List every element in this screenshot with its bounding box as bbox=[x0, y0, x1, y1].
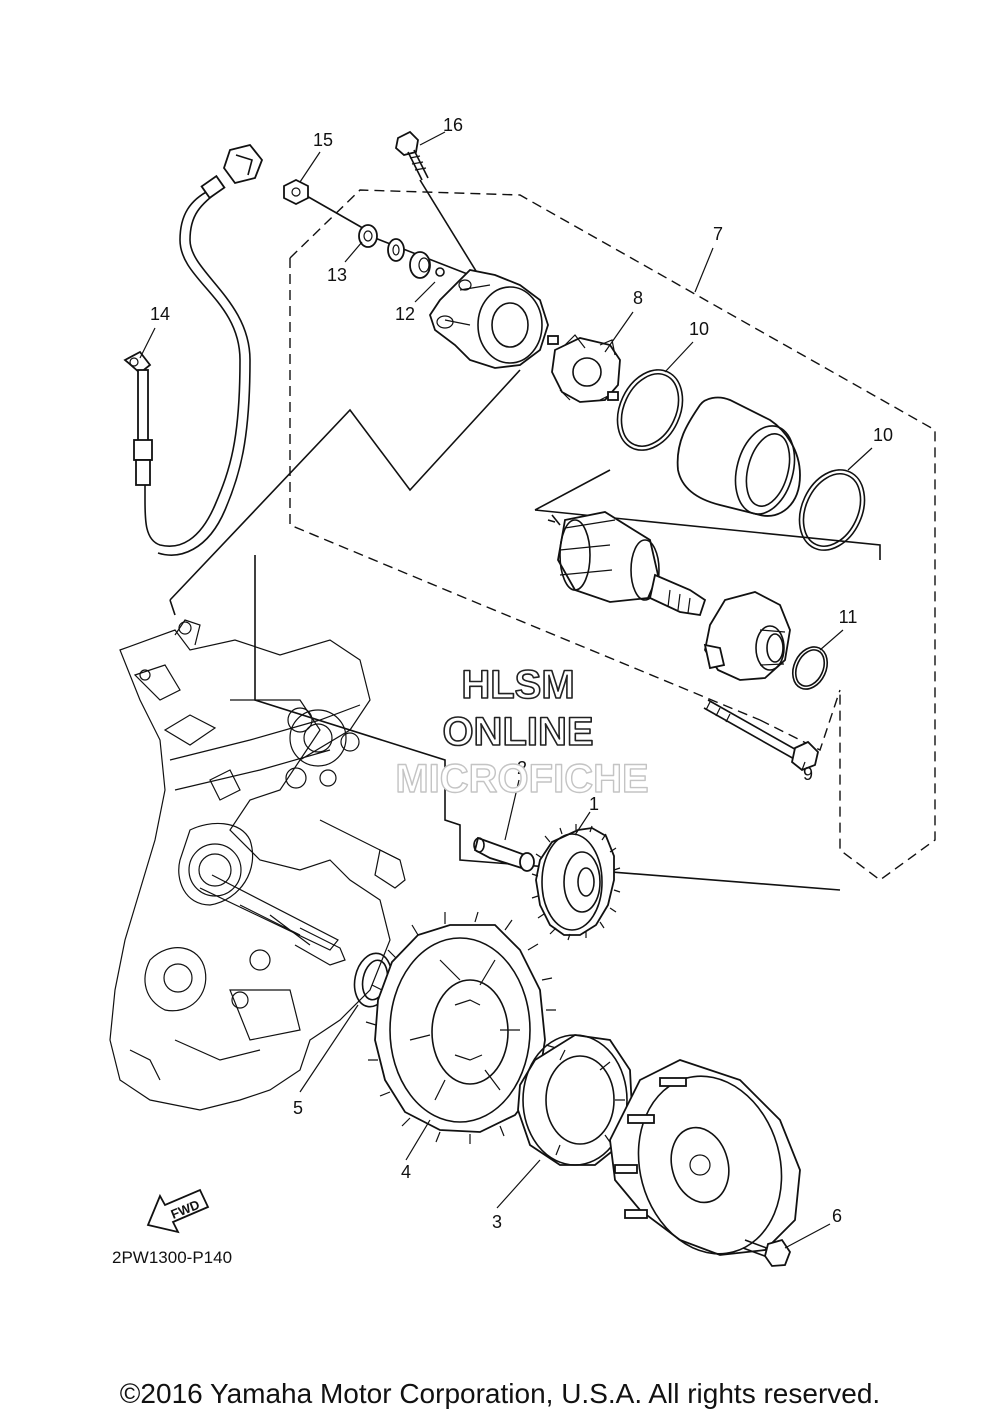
flywheel-rotor bbox=[609, 1059, 801, 1256]
callout-15: 15 bbox=[313, 130, 333, 150]
long-bolt-9 bbox=[703, 699, 819, 772]
callout-6: 6 bbox=[832, 1206, 842, 1226]
callout-3: 3 bbox=[492, 1212, 502, 1232]
small-parts bbox=[283, 178, 471, 279]
callout-5: 5 bbox=[293, 1098, 303, 1118]
callout-10-lower: 10 bbox=[873, 425, 893, 445]
callout-14: 14 bbox=[150, 304, 170, 324]
callout-4: 4 bbox=[401, 1162, 411, 1182]
starter-wheel-gear-4 bbox=[365, 911, 557, 1144]
brush-holder bbox=[547, 334, 621, 403]
copyright-footer: ©2016 Yamaha Motor Corporation, U.S.A. A… bbox=[119, 1378, 881, 1409]
starter-clutch-3 bbox=[517, 1034, 633, 1166]
armature bbox=[547, 511, 707, 617]
bracket-lines bbox=[169, 369, 881, 891]
o-ring-10-lower bbox=[798, 469, 866, 551]
idler-gear-1 bbox=[531, 824, 621, 941]
shaft-2 bbox=[473, 836, 535, 872]
watermark-line-3: MICROFICHE bbox=[395, 757, 648, 801]
callout-10-upper: 10 bbox=[689, 319, 709, 339]
callout-13: 13 bbox=[327, 265, 347, 285]
callout-9: 9 bbox=[803, 764, 813, 784]
starter-rear-cover bbox=[703, 591, 791, 681]
watermark-line-1: HLSM bbox=[461, 663, 574, 707]
assembly-outline bbox=[289, 189, 936, 881]
callout-7: 7 bbox=[713, 224, 723, 244]
callout-8: 8 bbox=[633, 288, 643, 308]
callout-11: 11 bbox=[839, 607, 858, 627]
bolt-6 bbox=[742, 1238, 792, 1267]
callout-1: 1 bbox=[589, 794, 599, 814]
lead-wire bbox=[123, 143, 264, 556]
callout-12: 12 bbox=[395, 304, 415, 324]
watermark: HLSM ONLINE MICROFICHE bbox=[395, 662, 650, 802]
starter-front-cover bbox=[429, 269, 549, 369]
callout-labels: 1 2 3 4 5 6 7 8 9 10 10 11 12 13 14 15 1… bbox=[150, 115, 893, 1232]
watermark-line-2: ONLINE bbox=[442, 710, 593, 754]
engine-case bbox=[109, 619, 406, 1111]
o-ring-10-upper bbox=[616, 369, 684, 451]
o-ring-11 bbox=[791, 646, 829, 690]
leader-lines bbox=[139, 131, 873, 1249]
diagram-code: 2PW1300-P140 bbox=[112, 1248, 232, 1267]
fwd-arrow-icon: FWD bbox=[146, 1188, 210, 1234]
callout-16: 16 bbox=[443, 115, 463, 135]
starter-yoke bbox=[676, 396, 801, 517]
callout-2: 2 bbox=[517, 758, 527, 778]
